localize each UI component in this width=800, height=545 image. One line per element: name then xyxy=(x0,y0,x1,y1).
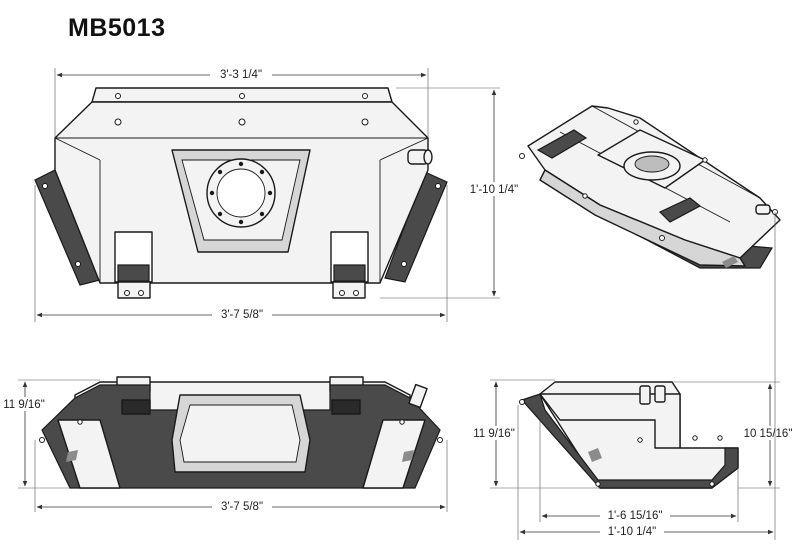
dim-front-overall-width: 3'-7 5/8" xyxy=(221,501,263,513)
side-filler-neck xyxy=(639,385,651,405)
top-bolts xyxy=(42,93,441,267)
dim-side-overall-length: 1'-10 1/4" xyxy=(608,526,656,538)
dim-side-inner-length: 1'-6 15/16" xyxy=(608,510,663,522)
side-skid-plate xyxy=(520,393,739,489)
dim-top-overall-width: 3'-7 5/8" xyxy=(221,309,263,321)
top-view: 3'-3 1/4" 1'-10 1/4" 3'-7 5/8" xyxy=(34,67,523,322)
dim-top-width: 3'-3 1/4" xyxy=(220,69,262,81)
dim-side-height-right: 10 15/16" xyxy=(744,428,793,440)
isometric-view xyxy=(519,105,781,269)
right-skid-bracket xyxy=(384,171,448,283)
part-number-title: MB5013 xyxy=(68,14,166,42)
filler-neck xyxy=(407,149,433,165)
dim-front-height: 11 9/16" xyxy=(3,399,45,411)
dim-side-height-left: 11 9/16" xyxy=(473,428,515,440)
side-view: 11 9/16" 10 15/16" 1'-6 15/16" 1'-10 1/4… xyxy=(468,212,798,540)
front-filler-neck xyxy=(408,383,428,409)
front-view: 11 9/16" 3'-7 5/8" xyxy=(0,376,448,513)
dim-top-height: 1'-10 1/4" xyxy=(470,184,518,196)
